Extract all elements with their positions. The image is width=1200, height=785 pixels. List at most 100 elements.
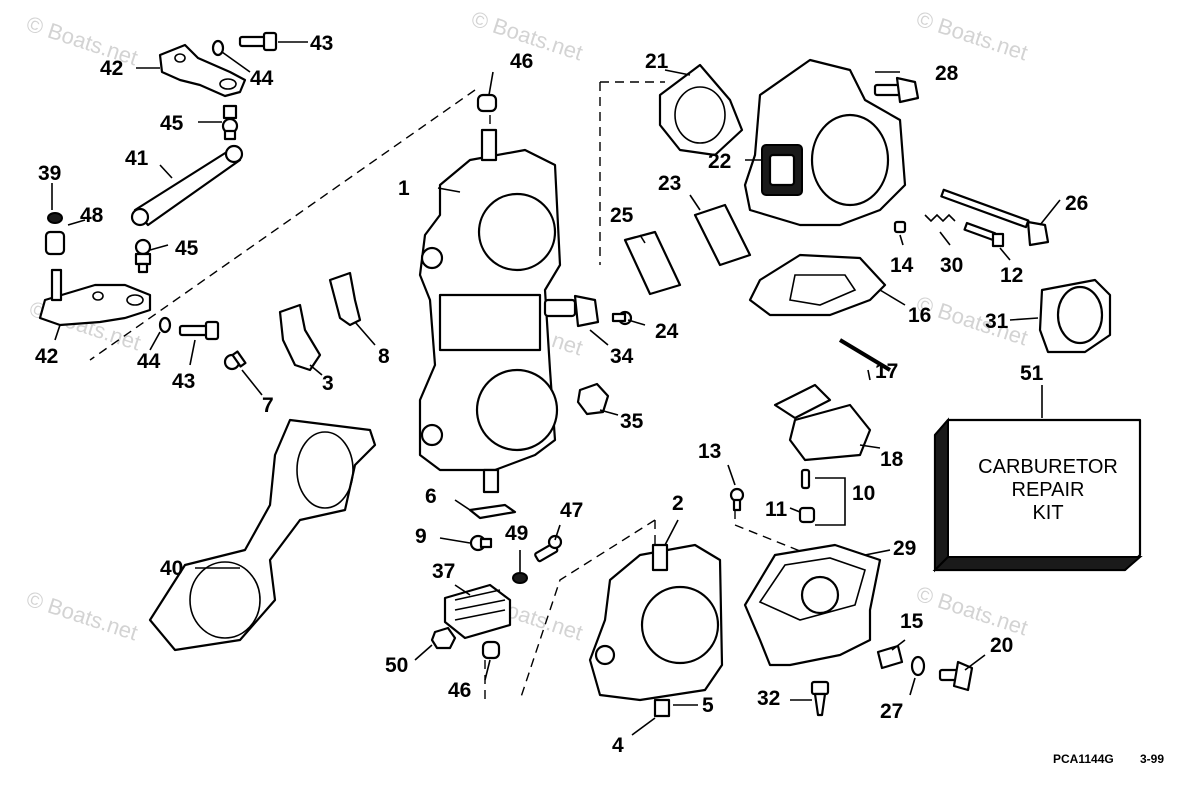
part-46-plug-lower [481,640,501,660]
callout-37: 37 [432,560,455,583]
callout-6: 6 [425,485,437,508]
part-23-gasket [693,203,752,267]
part-50-nut [430,626,457,650]
callout-2: 2 [672,492,684,515]
part-51-repair-kit: CARBURETOR REPAIR KIT [932,417,1143,573]
callout-23: 23 [658,172,681,195]
alignment-lines [89,81,811,701]
part-30-spring [924,213,956,223]
callout-45-top: 45 [160,112,184,135]
part-14-plug [893,220,907,234]
leader-lines [51,41,1061,736]
part-16-gasket [748,253,887,317]
part-48-bushing [44,230,66,256]
footer: PCA1144G 3-99 [1053,752,1164,766]
part-49-washer [512,572,528,584]
part-3-plate [278,303,322,372]
callout-24: 24 [655,320,679,343]
part-31-fitting [1038,278,1112,354]
callout-44-lower: 44 [137,350,161,373]
callout-1: 1 [398,177,410,200]
kit-label-line3: KIT [1032,502,1063,524]
part-44-washer-lower [158,316,172,334]
part-46-plug-top [476,93,498,113]
part-12-screw [963,221,1005,248]
part-9-screw [469,534,493,552]
callout-5: 5 [702,694,714,717]
callout-15: 15 [900,610,924,633]
part-7-screw [223,350,247,371]
callout-18: 18 [880,448,904,471]
callout-12: 12 [1000,264,1023,287]
part-45-ball-stud-lower [134,238,152,274]
callout-44-top: 44 [250,67,274,90]
callout-48: 48 [80,204,104,227]
part-17-rod [838,338,892,372]
kit-label-line1: CARBURETOR [978,456,1118,478]
part-25-cover [623,230,682,296]
callout-47: 47 [560,499,583,522]
part-18-float [773,383,872,462]
part-2-carburetor-body-lower [588,543,724,718]
callout-3: 3 [322,372,334,395]
callout-46-lower: 46 [448,679,471,702]
callout-14: 14 [890,254,914,277]
part-44-washer-top [211,39,225,57]
callout-16: 16 [908,304,931,327]
callout-45-lower: 45 [175,237,199,260]
part-47-screw [534,534,563,563]
watermark: © Boats.net [23,586,140,645]
part-13-screw [729,487,745,512]
part-40-gasket [148,418,377,652]
callout-28: 28 [935,62,959,85]
callout-11: 11 [765,498,788,521]
part-15-spring [876,644,904,670]
callout-20: 20 [990,634,1013,657]
part-10-needle [800,468,811,490]
callout-29: 29 [893,537,916,560]
part-35-nut [576,382,610,416]
figure-code: PCA1144G [1053,752,1114,766]
part-34-screw [543,294,600,328]
part-43-screw-lower [178,320,220,341]
callout-35: 35 [620,410,644,433]
callout-49: 49 [505,522,528,545]
part-43-screw-top [238,31,278,52]
part-6-clip [468,503,517,520]
part-32-screw [810,680,830,717]
callout-42-lower: 42 [35,345,58,368]
kit-label-line2: REPAIR [1012,479,1085,501]
part-39-nut [47,212,63,224]
callout-26: 26 [1065,192,1088,215]
callout-39: 39 [38,162,61,185]
callout-43-lower: 43 [172,370,195,393]
callout-30: 30 [940,254,963,277]
figure-date: 3-99 [1140,752,1164,766]
callout-labels: 43 42 44 45 46 21 28 41 39 1 22 23 26 48… [35,32,1088,757]
callout-27: 27 [880,700,903,723]
part-37-spring [443,583,512,640]
callout-13: 13 [698,440,721,463]
callout-51: 51 [1020,362,1044,385]
part-21-gasket [658,63,744,157]
callout-4: 4 [612,734,624,757]
part-1-carburetor-body [418,128,562,494]
callout-46-top: 46 [510,50,533,73]
callout-32: 32 [757,687,780,710]
part-24-screw [611,310,633,326]
watermark: © Boats.net [913,581,1030,640]
callout-34: 34 [610,345,634,368]
part-22-intake-housing [743,58,907,227]
part-27-o-ring [910,655,926,677]
callout-43-top: 43 [310,32,333,55]
callout-31: 31 [985,310,1009,333]
part-11-seat [798,506,816,524]
callout-22: 22 [708,150,731,173]
callout-50: 50 [385,654,408,677]
part-8-plate [328,271,362,327]
callout-41: 41 [125,147,149,170]
callout-21: 21 [645,50,669,73]
part-20-screw [938,660,974,692]
callout-7: 7 [262,394,274,417]
